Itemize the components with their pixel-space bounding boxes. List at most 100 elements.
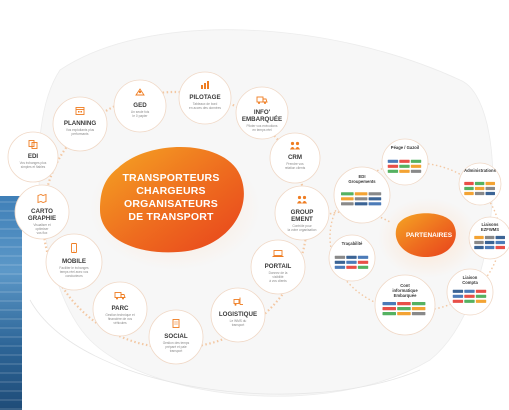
node-circle	[14, 184, 70, 240]
partner-logo	[484, 245, 495, 250]
node-title-social: SOCIAL	[164, 333, 188, 340]
partner-ezfwms	[468, 216, 509, 260]
partner-admin	[458, 162, 502, 206]
partner-logo	[382, 302, 396, 306]
partner-logo	[495, 235, 505, 240]
partner-logo	[484, 240, 495, 245]
node-desc-portail: Donnez de la visibilité à vos clients	[268, 271, 288, 283]
partner-logo	[464, 294, 475, 298]
partner-logo	[334, 265, 346, 269]
group-icon	[297, 195, 307, 204]
node-logistique	[210, 287, 266, 343]
partner-logo	[464, 289, 475, 293]
center-line-2: CHARGEURS	[136, 185, 206, 197]
partner-logo	[341, 197, 354, 201]
node-title-planning: PLANNING	[63, 120, 97, 127]
partner-logo	[334, 260, 346, 264]
partner-logo	[387, 164, 399, 168]
people-icon	[290, 141, 300, 150]
node-desc-ged: Un seule fois le 0 papier	[130, 110, 150, 118]
partner-logo	[484, 235, 495, 240]
node-desc-logistique: Le WMS du transport	[229, 319, 247, 327]
node-title-edi: EDI	[27, 153, 39, 160]
node-social	[148, 309, 204, 365]
map-icon	[37, 193, 47, 204]
partner-logo	[485, 181, 495, 186]
partner-logo	[410, 164, 422, 168]
partner-logo	[354, 197, 368, 201]
partner-logo	[357, 255, 369, 259]
partner-info_emb	[374, 274, 436, 336]
partner-tracabilite	[328, 234, 376, 282]
partner-logo	[346, 260, 357, 264]
node-desc-group: Contrôle pour la votre organisation	[287, 224, 317, 232]
partner-title-info_emb: Cont informatique Embarquée	[392, 282, 418, 298]
node-carto	[14, 184, 70, 240]
partner-logo	[474, 191, 485, 196]
node-desc-mobile: Faciliter le échanges temps réel avec vo…	[59, 266, 89, 278]
node-ged	[113, 79, 167, 133]
node-desc-crm: Prendre vos relation clients	[284, 162, 306, 170]
node-desc-parc: Gestion technique et financière de vos v…	[105, 313, 135, 325]
node-circle	[250, 239, 306, 295]
node-circle	[148, 309, 204, 365]
node-edi	[7, 131, 59, 183]
node-crm	[269, 132, 321, 184]
partner-compta	[446, 268, 494, 316]
node-circle	[92, 281, 148, 337]
node-planning	[52, 96, 108, 152]
partner-logo	[399, 164, 410, 168]
doc-swap-icon	[28, 140, 38, 149]
node-group	[274, 185, 330, 241]
partner-logo	[411, 312, 426, 316]
node-desc-social: Gestion des temps préparé et paie transp…	[162, 341, 190, 353]
partner-edi_grp	[333, 166, 391, 224]
node-circle	[235, 86, 289, 140]
node-title-crm: CRM	[287, 154, 303, 161]
partner-logo	[474, 235, 484, 240]
partner-logo	[475, 299, 487, 303]
partner-logo	[475, 289, 487, 293]
node-circle	[210, 287, 266, 343]
partner-nodes	[328, 138, 509, 336]
node-title-carto: CARTO GRAPHIE	[27, 208, 57, 222]
node-circle	[274, 185, 330, 241]
partner-logo	[464, 299, 475, 303]
partner-logo	[341, 192, 354, 196]
partner-logo	[485, 186, 495, 191]
partner-logo	[474, 240, 484, 245]
calendar-icon	[75, 107, 85, 115]
partner-logo	[495, 245, 505, 250]
center-line-4: DE TRANSPORT	[128, 211, 214, 223]
partner-logo	[452, 299, 464, 303]
node-circle	[45, 233, 103, 291]
partner-logo	[410, 169, 422, 173]
partner-logo	[411, 302, 426, 306]
node-title-pilotage: PILOTAGE	[189, 94, 221, 101]
partner-logo	[474, 186, 485, 191]
node-title-group: GROUP EMENT	[290, 209, 314, 223]
partner-logo	[357, 260, 369, 264]
bar-chart-icon	[201, 81, 209, 89]
partner-logo	[452, 289, 464, 293]
partner-title-compta: Liaison Compta	[462, 274, 478, 285]
partner-logo	[357, 265, 369, 269]
partner-logo	[399, 159, 410, 163]
truck-info-icon	[256, 96, 268, 104]
node-title-parc: PARC	[111, 305, 129, 312]
background-photo	[0, 196, 22, 410]
partner-logo	[474, 181, 485, 186]
node-parc	[92, 281, 148, 337]
partner-logo	[368, 202, 382, 206]
node-title-logistique: LOGISTIQUE	[218, 311, 258, 318]
node-mobile	[45, 233, 103, 291]
node-desc-edi: Vos échanges plus simples et fiables	[19, 161, 47, 169]
partner-title-edi_grp: EDI Groupements	[348, 174, 376, 184]
partner-logo	[464, 181, 474, 186]
node-circle	[269, 132, 321, 184]
node-title-ged: GED	[133, 102, 147, 109]
node-desc-planning: Vos exploitants plus performants	[65, 128, 95, 136]
node-desc-pilotage: Tableaux de bord en acces des données	[189, 102, 221, 110]
node-circle	[178, 71, 232, 125]
